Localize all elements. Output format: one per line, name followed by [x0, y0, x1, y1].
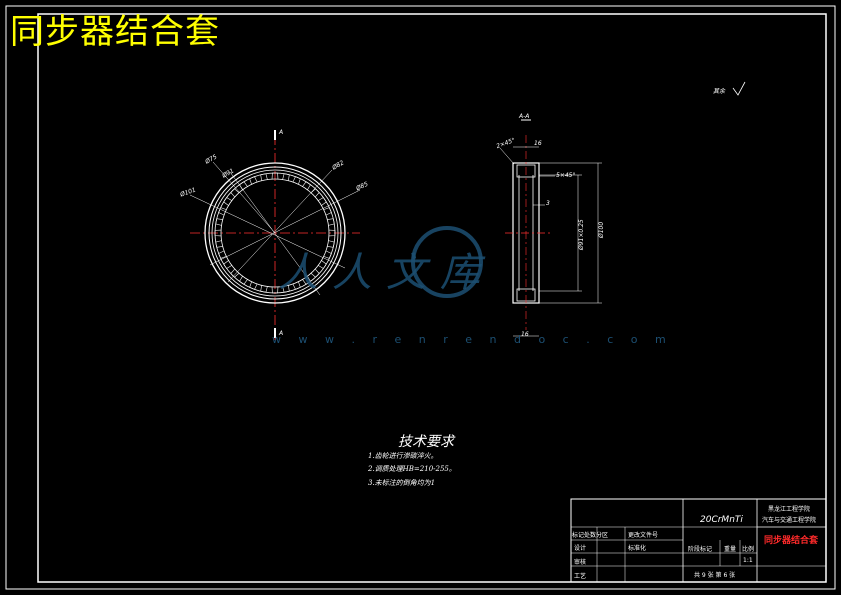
tb-row-label: 审核 [574, 559, 587, 566]
dim-leader-75 [212, 161, 276, 234]
school-line-2: 汽车与交通工程学院 [762, 517, 817, 524]
tech-requirement-item: 2.调质处理HB=210-255。 [368, 465, 456, 473]
spline-tooth [310, 188, 320, 198]
watermark-circle [411, 226, 483, 298]
watermark-text: 人人文库 [278, 250, 494, 296]
spline-tooth [318, 260, 327, 269]
spline-tooth [310, 268, 320, 278]
spline-tooth [218, 207, 227, 216]
sheet-count: 共 9 张 第 6 张 [694, 572, 736, 579]
tech-requirements-title: 技术要求 [398, 434, 454, 450]
spline-tooth [260, 285, 268, 293]
spline-tooth [223, 260, 232, 269]
spline-tooth [318, 197, 327, 206]
tb-row-label: 工艺 [574, 573, 587, 580]
section-view [499, 119, 602, 337]
spline-tooth [239, 276, 248, 285]
section-view-label: A-A [519, 113, 530, 120]
watermark-url: w w w . r e n r e n d o c . c o m [272, 333, 673, 346]
dim-label-5x45: 5×45° [556, 172, 576, 179]
spline-tooth [271, 286, 279, 294]
dim-label-16-top: 16 [534, 140, 542, 147]
dim-label-100: Ø100 [598, 221, 605, 238]
scale-value: 1:1 [743, 557, 753, 564]
groove-circle [211, 169, 339, 297]
weight-label: 重量 [724, 546, 737, 553]
material-label: 20CrMnTi [700, 515, 743, 525]
spline-tooth [282, 285, 290, 293]
tooth-tip-circle [220, 178, 330, 288]
outer-ring-inner-circle [208, 166, 342, 300]
part-name: 同步器结合套 [764, 536, 819, 546]
spline-tooth [292, 281, 301, 290]
sheet-frame-outer [5, 5, 836, 590]
spline-tooth [249, 176, 258, 185]
spline-tooth [328, 229, 336, 237]
spline-tooth [323, 250, 332, 259]
spline-tooth [327, 218, 335, 226]
spline-tooth [302, 181, 311, 190]
dim-leader-82 [227, 169, 333, 283]
spline-tooth [215, 240, 223, 248]
section-top-groove [516, 164, 536, 178]
tech-requirement-item: 3.未标注的倒角均为1 [368, 479, 436, 487]
spline-tooth [239, 181, 248, 190]
dim-leader-91 [229, 171, 321, 296]
title-block [570, 498, 827, 583]
scale-label: 比例 [742, 546, 755, 553]
spline-tooth [218, 250, 227, 259]
sheet-frame-inner [37, 13, 827, 583]
section-mark-label-bottom: A [279, 330, 284, 337]
dim-label-91x025: Ø91×0.25 [578, 219, 585, 250]
roughness-label: 其余 [713, 88, 726, 95]
spline-tooth [323, 207, 332, 216]
spline-tooth [249, 281, 258, 290]
leader-chamfer [499, 147, 515, 165]
dim-leader-101 [189, 194, 346, 269]
watermark-logo [411, 226, 483, 298]
spline-tooth [260, 173, 268, 181]
spline-tooth [215, 218, 223, 226]
spline-tooth [292, 176, 301, 185]
dim-label-3: 3 [546, 200, 550, 207]
front-view [189, 130, 361, 340]
outer-ring-circle [204, 162, 346, 304]
tech-requirement-item: 1.齿轮进行渗碳淬火。 [368, 452, 438, 460]
roughness-symbol [732, 81, 746, 96]
school-line-1: 黑龙江工程学院 [768, 506, 811, 513]
section-mark-label-top: A [279, 129, 284, 136]
spline-tooth [230, 188, 240, 198]
spline-tooth [302, 276, 311, 285]
spline-tooth [230, 268, 240, 278]
tb-row-label: 更改文件号 [628, 532, 659, 539]
dim-leader-85 [209, 189, 361, 266]
tb-row-label: 标记处数分区 [572, 532, 609, 539]
spline-teeth [214, 172, 336, 294]
title-block-frame [570, 498, 827, 583]
drawing-title: 同步器结合套 [10, 12, 220, 52]
spline-tooth [327, 240, 335, 248]
tb-row-label: 设计 [574, 545, 587, 552]
tb-row-label: 标准化 [628, 545, 647, 552]
spline-tooth [214, 229, 222, 237]
spline-tooth [223, 197, 232, 206]
spline-tooth [282, 173, 290, 181]
spline-tooth [271, 172, 279, 180]
stage-label: 阶段标记 [688, 546, 713, 553]
dim-label-16-bottom: 16 [521, 331, 529, 338]
